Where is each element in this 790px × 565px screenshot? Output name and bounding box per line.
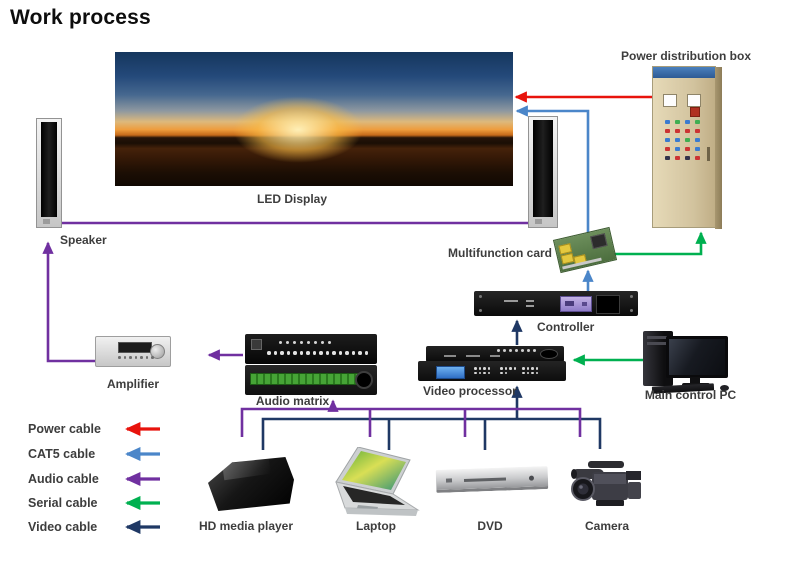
legend-item-video: Video cable [28, 519, 162, 535]
main-pc-label: Main control PC [644, 388, 737, 402]
legend-label: Power cable [28, 422, 101, 436]
main-pc-stand [690, 377, 700, 384]
controller-icon [474, 291, 638, 316]
legend-label: Audio cable [28, 472, 99, 486]
cat5-cable-arrow-icon [125, 447, 160, 461]
video-processor-icon [418, 346, 566, 384]
speaker-left-icon [36, 118, 62, 228]
amplifier-icon [95, 336, 171, 367]
audio-cable-arrow-icon [125, 472, 160, 486]
laptop-icon [335, 447, 420, 516]
main-pc-monitor-icon [666, 336, 728, 378]
audio-cable-amplifier-to-speaker [42, 241, 96, 363]
led-display-image [115, 52, 513, 186]
camera-label: Camera [584, 519, 630, 533]
audio-cable-bus [240, 407, 582, 437]
power-box-buttons [662, 118, 702, 162]
power-distribution-box-icon [652, 66, 722, 229]
power-cable-arrow-icon [125, 422, 160, 436]
multifunction-card-label: Multifunction card [448, 246, 552, 260]
legend-item-power: Power cable [28, 421, 162, 437]
cable-legend: Power cable CAT5 cable Audio cable Seria… [28, 421, 178, 543]
speaker-right-icon [528, 116, 558, 228]
cat5-cable-card-to-display [515, 105, 590, 250]
legend-item-cat5: CAT5 cable [28, 446, 162, 462]
camera-icon [571, 461, 641, 506]
serial-cable-card-to-pdb [606, 231, 707, 256]
led-display-label: LED Display [256, 192, 328, 206]
legend-label: Serial cable [28, 496, 98, 510]
dvd-label: DVD [477, 519, 503, 533]
video-cable-arrow-icon [125, 520, 160, 534]
hd-media-player-label: HD media player [198, 519, 294, 533]
legend-label: Video cable [28, 520, 98, 534]
page-title: Work process [10, 6, 151, 29]
legend-item-audio: Audio cable [28, 471, 162, 487]
controller-label: Controller [537, 320, 595, 334]
legend-item-serial: Serial cable [28, 495, 162, 511]
speaker-label: Speaker [60, 233, 107, 247]
legend-label: CAT5 cable [28, 447, 96, 461]
video-processor-label: Video processor [423, 384, 517, 398]
amplifier-label: Amplifier [106, 377, 159, 391]
main-pc-mouse-icon [720, 385, 729, 391]
audio-matrix-label: Audio matrix [255, 394, 330, 408]
audio-matrix-icon [245, 334, 377, 395]
dvd-player-icon [435, 466, 549, 493]
video-cable-bus [261, 417, 602, 450]
serial-cable-arrow-icon [125, 496, 160, 510]
laptop-label: Laptop [356, 519, 396, 533]
power-box-label: Power distribution box [620, 49, 751, 63]
